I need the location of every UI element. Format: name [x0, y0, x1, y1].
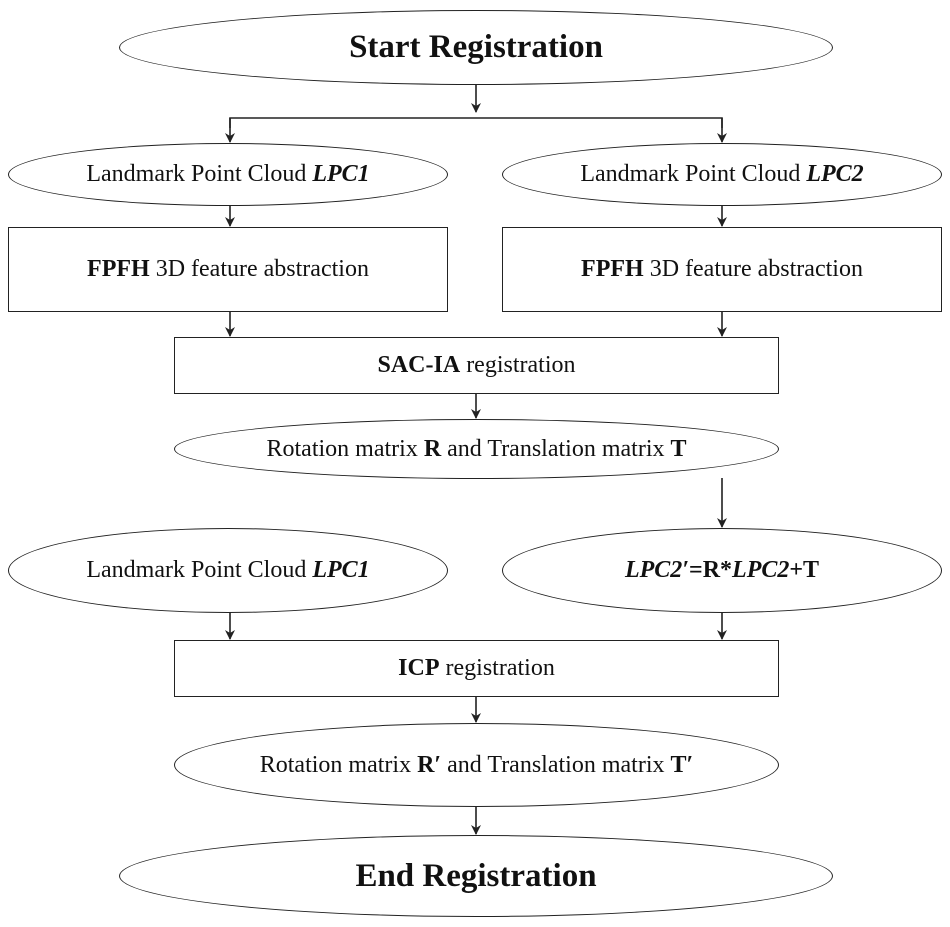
rt1-node: Rotation matrix R and Translation matrix… — [174, 419, 779, 479]
lpc2-transformed-node: LPC2′=R*LPC2+T — [502, 528, 942, 613]
lpc2t-d: +T — [789, 557, 820, 583]
end-label: End Registration — [355, 857, 597, 894]
rt2-p1: Rotation matrix — [259, 751, 418, 778]
rt1-p1: Rotation matrix — [266, 435, 424, 462]
fpfh-right-bold: FPFH — [581, 256, 644, 282]
fpfh-left-rest: 3D feature abstraction — [149, 256, 369, 282]
end-registration-node: End Registration — [119, 835, 833, 917]
rt1-p2: and Translation matrix — [441, 435, 671, 462]
rt1-r: R — [423, 435, 442, 462]
lpc1-mid-prefix: Landmark Point Cloud — [86, 557, 313, 583]
rt2-node: Rotation matrix R′ and Translation matri… — [174, 723, 779, 807]
lpc2t-b: =R* — [689, 557, 733, 583]
sac-ia-node: SAC-IA registration — [174, 337, 779, 394]
fpfh-right-node: FPFH 3D feature abstraction — [502, 227, 942, 312]
lpc2-top-node: Landmark Point Cloud LPC2 — [502, 143, 942, 206]
fpfh-right-rest: 3D feature abstraction — [643, 256, 863, 282]
lpc1-top-node: Landmark Point Cloud LPC1 — [8, 143, 448, 206]
lpc1-top-prefix: Landmark Point Cloud — [86, 161, 313, 187]
rt1-t: T — [670, 435, 687, 462]
rt2-p2: and Translation matrix — [441, 751, 671, 778]
rt2-t: T′ — [670, 751, 694, 778]
lpc2t-c: LPC2 — [732, 557, 790, 583]
fpfh-left-bold: FPFH — [87, 256, 150, 282]
rt2-r: R′ — [417, 751, 442, 778]
lpc2t-a: LPC2′ — [624, 557, 690, 583]
lpc1-top-name: LPC1 — [312, 161, 370, 187]
split-line — [229, 117, 723, 128]
lpc2-top-name: LPC2 — [806, 161, 864, 187]
fpfh-left-node: FPFH 3D feature abstraction — [8, 227, 448, 312]
start-registration-node: Start Registration — [119, 10, 833, 85]
lpc2-top-prefix: Landmark Point Cloud — [580, 161, 807, 187]
sac-rest: registration — [460, 352, 576, 378]
sac-bold: SAC-IA — [377, 352, 461, 378]
icp-bold: ICP — [398, 655, 440, 681]
start-label: Start Registration — [349, 29, 603, 65]
icp-node: ICP registration — [174, 640, 779, 697]
lpc1-mid-name: LPC1 — [312, 557, 370, 583]
icp-rest: registration — [439, 655, 555, 681]
lpc1-mid-node: Landmark Point Cloud LPC1 — [8, 528, 448, 613]
